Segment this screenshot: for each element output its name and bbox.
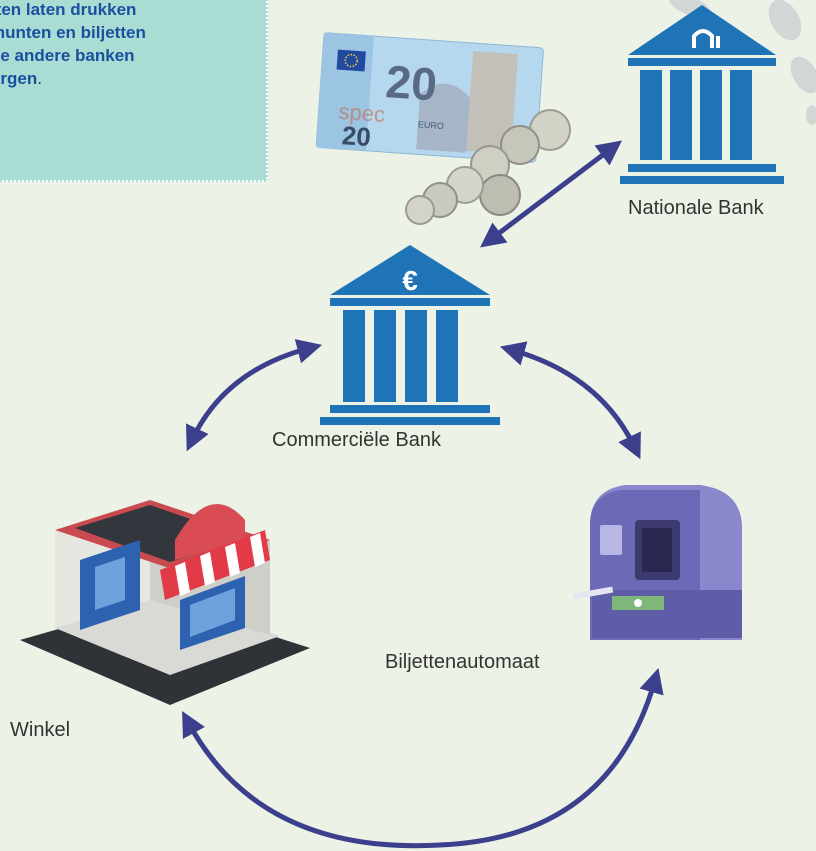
arrows bbox=[182, 140, 664, 849]
national-bank-label: Nationale Bank bbox=[628, 197, 764, 219]
note-line-3: de andere banken bbox=[0, 46, 135, 65]
note-line-2: munten en biljetten bbox=[0, 23, 146, 42]
note-period: . bbox=[37, 69, 42, 88]
info-note: tten laten drukken munten en biljetten d… bbox=[0, 0, 268, 182]
shop-icon bbox=[20, 500, 310, 705]
commercial-bank-icon: € bbox=[320, 245, 500, 425]
note-line-1: tten laten drukken bbox=[0, 0, 137, 19]
info-note-text: tten laten drukken munten en biljetten d… bbox=[0, 0, 240, 90]
euro-symbol: € bbox=[402, 265, 418, 296]
commercial-bank-label: Commerciële Bank bbox=[272, 429, 441, 451]
banknote-image: 20 20 spec EURO bbox=[315, 32, 544, 163]
arrow-commercial-shop bbox=[186, 339, 323, 452]
banknote-value: 20 bbox=[384, 55, 439, 110]
banknote-word: EURO bbox=[418, 119, 445, 131]
arrow-commercial-atm bbox=[499, 341, 641, 460]
footprints-decoration bbox=[669, 0, 816, 125]
national-bank-icon bbox=[620, 5, 784, 184]
banknote-value-small: 20 bbox=[341, 120, 372, 152]
banknote-watermark: spec bbox=[338, 99, 386, 127]
note-line-4: orgen. bbox=[0, 67, 240, 90]
note-line-4-text: orgen bbox=[0, 69, 38, 88]
arrow-shop-atm bbox=[182, 667, 664, 849]
atm-label: Biljettenautomaat bbox=[385, 651, 540, 673]
atm-icon bbox=[572, 485, 742, 640]
shop-label: Winkel bbox=[10, 719, 71, 741]
arrow-national-commercial bbox=[480, 140, 622, 248]
